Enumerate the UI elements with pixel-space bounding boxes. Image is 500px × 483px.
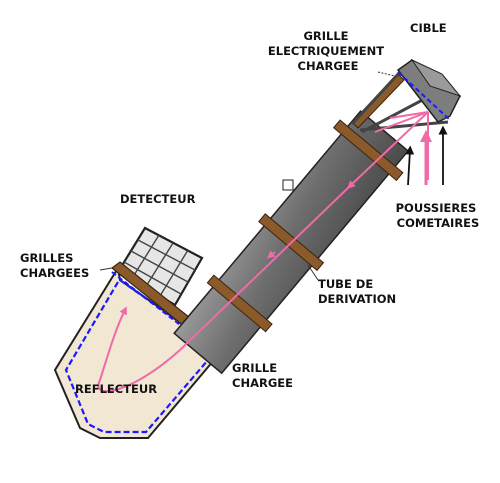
dust-arrows — [405, 125, 448, 186]
label-reflecteur: REFLECTEUR — [75, 382, 157, 396]
label-cible: CIBLE — [410, 21, 447, 35]
flange-1 — [206, 274, 273, 333]
detector — [116, 226, 204, 307]
label-poussieres: POUSSIERES COMETAIRES — [396, 201, 481, 230]
target — [396, 59, 461, 123]
reflector-blue-grid — [64, 281, 209, 434]
ion-trajectory — [97, 111, 429, 393]
reflector-body — [53, 265, 216, 439]
flange-3 — [332, 119, 404, 182]
label-tube: TUBE DE DERIVATION — [318, 277, 396, 306]
label-grille-electrique: GRILLE ELECTRIQUEMENT CHARGEE — [268, 29, 388, 73]
label-grille-chargee: GRILLE CHARGEE — [232, 361, 293, 390]
leader-lines — [99, 71, 396, 281]
upper-grid-assembly — [350, 58, 462, 134]
tube-marker — [282, 179, 294, 191]
label-grilles-chargees: GRILLES CHARGEES — [20, 251, 89, 280]
label-detecteur: DETECTEUR — [120, 192, 196, 206]
